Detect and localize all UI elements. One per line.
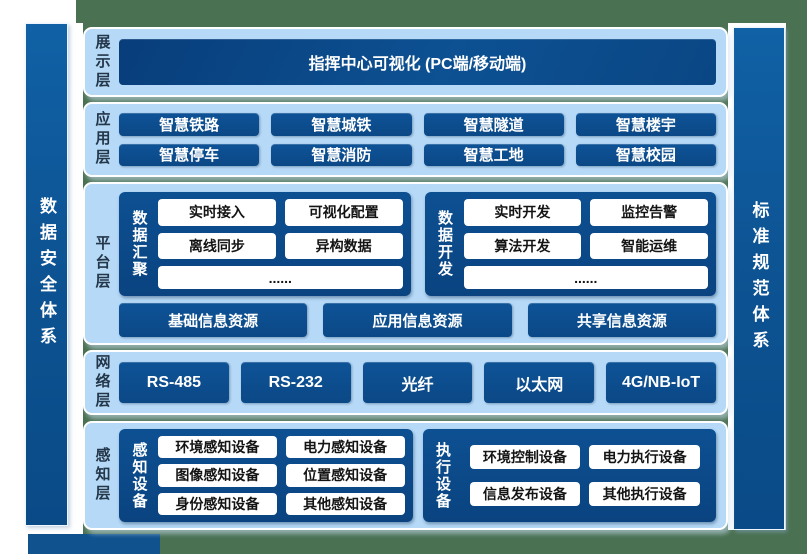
device-item: 图像感知设备 — [158, 464, 277, 487]
platform-item: 智能运维 — [590, 232, 708, 260]
device-item: 其他感知设备 — [285, 492, 405, 515]
app-box: 智慧停车 — [119, 143, 260, 166]
device-item: 信息发布设备 — [469, 482, 581, 506]
group-label: 执行设备 — [431, 436, 455, 515]
device-item: 位置感知设备 — [285, 464, 405, 487]
app-box: 智慧隧道 — [423, 113, 564, 136]
command-center-banner: 指挥中心可视化 (PC端/移动端) — [119, 39, 716, 85]
layer-label-perception: 感知层 — [85, 423, 119, 528]
layer-label-display-text: 展示层 — [93, 33, 111, 91]
resource-bar: 共享信息资源 — [527, 303, 716, 337]
app-box: 智慧楼宇 — [575, 113, 716, 136]
platform-item: 实时开发 — [463, 199, 582, 226]
layer-panel-application: 应用层 智慧铁路 智慧城铁 智慧隧道 智慧楼宇 智慧停车 智慧消防 智慧工地 智… — [83, 102, 728, 177]
app-box: 智慧铁路 — [119, 113, 260, 136]
group-label-text: 数据开发 — [436, 210, 453, 278]
standards-bar: 标准规范体系 — [733, 27, 785, 530]
group-label: 感知设备 — [127, 436, 151, 515]
standards-bar-label: 标准规范体系 — [749, 200, 769, 357]
layer-label-network: 网络层 — [85, 352, 119, 413]
platform-item-more: ...... — [158, 266, 403, 289]
device-item: 电力感知设备 — [285, 436, 405, 459]
group-box-actuating-devices: 执行设备 环境控制设备 电力执行设备 信息发布设备 其他执行设备 — [422, 429, 716, 522]
platform-item: 异构数据 — [284, 232, 403, 260]
group-label-text: 执行设备 — [434, 441, 451, 510]
app-box: 智慧消防 — [271, 143, 412, 166]
layer-label-platform-text: 平台层 — [93, 235, 111, 292]
bottom-left-blue-chip — [28, 534, 160, 554]
group-label-text: 数据汇聚 — [130, 210, 148, 278]
layer-label-perception-text: 感知层 — [93, 447, 111, 504]
platform-item: 监控告警 — [590, 199, 708, 226]
group-box-data-development: 数据开发 实时开发 监控告警 算法开发 智能运维 ...... — [424, 192, 716, 296]
device-item: 环境感知设备 — [158, 436, 277, 459]
layer-label-application-text: 应用层 — [93, 111, 111, 168]
device-item: 身份感知设备 — [158, 492, 277, 515]
layer-panel-platform: 平台层 数据汇聚 实时接入 可视化配置 离线同步 异构数据 ...... — [83, 182, 728, 345]
data-security-bar-label: 数据安全体系 — [37, 196, 56, 353]
network-box: 以太网 — [484, 362, 595, 403]
layer-label-display: 展示层 — [85, 29, 119, 95]
network-box: 4G/NB-IoT — [606, 362, 716, 403]
layer-label-platform: 平台层 — [85, 184, 119, 343]
platform-item: 可视化配置 — [284, 199, 403, 226]
data-security-bar: 数据安全体系 — [25, 23, 68, 526]
group-label: 数据汇聚 — [127, 199, 151, 289]
resource-bar: 应用信息资源 — [323, 303, 512, 337]
platform-item: 算法开发 — [463, 232, 582, 260]
app-box: 智慧校园 — [575, 143, 716, 166]
device-item: 环境控制设备 — [469, 445, 581, 469]
device-item: 其他执行设备 — [589, 482, 700, 506]
platform-item: 实时接入 — [158, 199, 276, 226]
network-box: RS-232 — [240, 362, 351, 403]
layer-label-network-text: 网络层 — [93, 354, 111, 411]
resource-bar: 基础信息资源 — [119, 303, 308, 337]
layer-label-application: 应用层 — [85, 104, 119, 175]
layer-panel-network: 网络层 RS-485 RS-232 光纤 以太网 4G/NB-IoT — [83, 350, 728, 415]
device-item: 电力执行设备 — [589, 445, 700, 469]
white-margin-top-left — [0, 0, 76, 23]
group-label: 数据开发 — [433, 199, 457, 289]
app-box: 智慧工地 — [423, 143, 564, 166]
network-box: 光纤 — [362, 362, 473, 403]
network-box: RS-485 — [119, 362, 229, 403]
group-box-data-aggregation: 数据汇聚 实时接入 可视化配置 离线同步 异构数据 ...... — [119, 192, 411, 296]
layer-panel-perception: 感知层 感知设备 环境感知设备 电力感知设备 图像感知设备 位置感知设备 身份感… — [83, 421, 728, 530]
group-box-sensing-devices: 感知设备 环境感知设备 电力感知设备 图像感知设备 位置感知设备 身份感知设备 … — [119, 429, 413, 522]
group-label-text: 感知设备 — [130, 441, 148, 510]
platform-item: 离线同步 — [158, 232, 276, 260]
platform-item-more: ...... — [463, 266, 708, 289]
app-box: 智慧城铁 — [271, 113, 412, 136]
layer-panel-display: 展示层 指挥中心可视化 (PC端/移动端) — [83, 27, 728, 97]
